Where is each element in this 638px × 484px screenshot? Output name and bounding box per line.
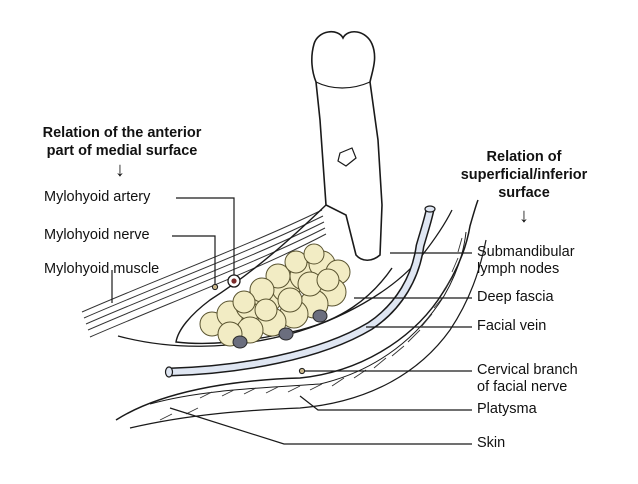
leader-mylohyoid-artery (176, 197, 235, 275)
mylohyoid-nerve-marker (211, 283, 219, 291)
medial-heading-line1: Relation of the anterior (42, 125, 202, 141)
lymph-node (312, 309, 328, 323)
submandibular-line2: lymph nodes (477, 261, 560, 277)
superficial-down-arrow: ↓ (519, 205, 529, 227)
medial-down-arrow: ↓ (115, 159, 125, 181)
leader-mylohyoid-nerve (172, 235, 216, 284)
deep-fascia-line (117, 209, 453, 347)
lymph-nodes (232, 309, 328, 349)
label-deep-fascia: Deep fascia (477, 289, 554, 305)
label-skin: Skin (477, 435, 506, 451)
lymph-node (278, 327, 294, 341)
mylohyoid-artery-lumen (231, 278, 237, 284)
platysma-hatching (159, 237, 463, 421)
medial-heading-line2: part of medial surface (46, 143, 198, 159)
skin-contour (115, 199, 479, 421)
mylohyoid-muscle-band (81, 209, 327, 338)
leader-skin (169, 407, 472, 445)
submandibular-line1: Submandibular (477, 244, 575, 260)
label-mylohyoid-artery: Mylohyoid artery (44, 189, 151, 205)
label-cervical-branch: Cervical branch of facial nerve (477, 362, 578, 396)
platysma-contour (149, 231, 467, 405)
label-submandibular-lymph-nodes: Submandibular lymph nodes (477, 244, 575, 278)
superficial-heading-line1: Relation of (486, 149, 562, 165)
tooth (311, 31, 383, 262)
label-mylohyoid-nerve: Mylohyoid nerve (44, 227, 150, 243)
cervical-line1: Cervical branch (477, 362, 578, 378)
superficial-heading-line2: superficial/inferior (460, 167, 588, 183)
superficial-surface-heading: Relation of superficial/inferior surface (444, 148, 604, 202)
submandibular-gland (199, 243, 351, 347)
cervical-line2: of facial nerve (477, 379, 568, 395)
label-platysma: Platysma (477, 401, 537, 417)
tooth-pulp-canal (337, 147, 357, 167)
facial-vein-lower-end (164, 366, 174, 378)
label-mylohyoid-muscle: Mylohyoid muscle (44, 261, 160, 277)
leader-platysma (299, 395, 472, 411)
cervical-nerve-marker (298, 367, 306, 375)
facial-vein-lumen (167, 207, 433, 375)
inner-skin-contour (129, 239, 487, 429)
lymph-node (232, 335, 248, 349)
medial-surface-heading: Relation of the anterior part of medial … (22, 124, 222, 160)
superficial-heading-line3: surface (498, 185, 550, 201)
tooth-crown-line (315, 81, 371, 89)
leader-lines (111, 197, 472, 445)
facial-vein-upper-end (424, 205, 436, 213)
label-facial-vein: Facial vein (477, 318, 547, 334)
